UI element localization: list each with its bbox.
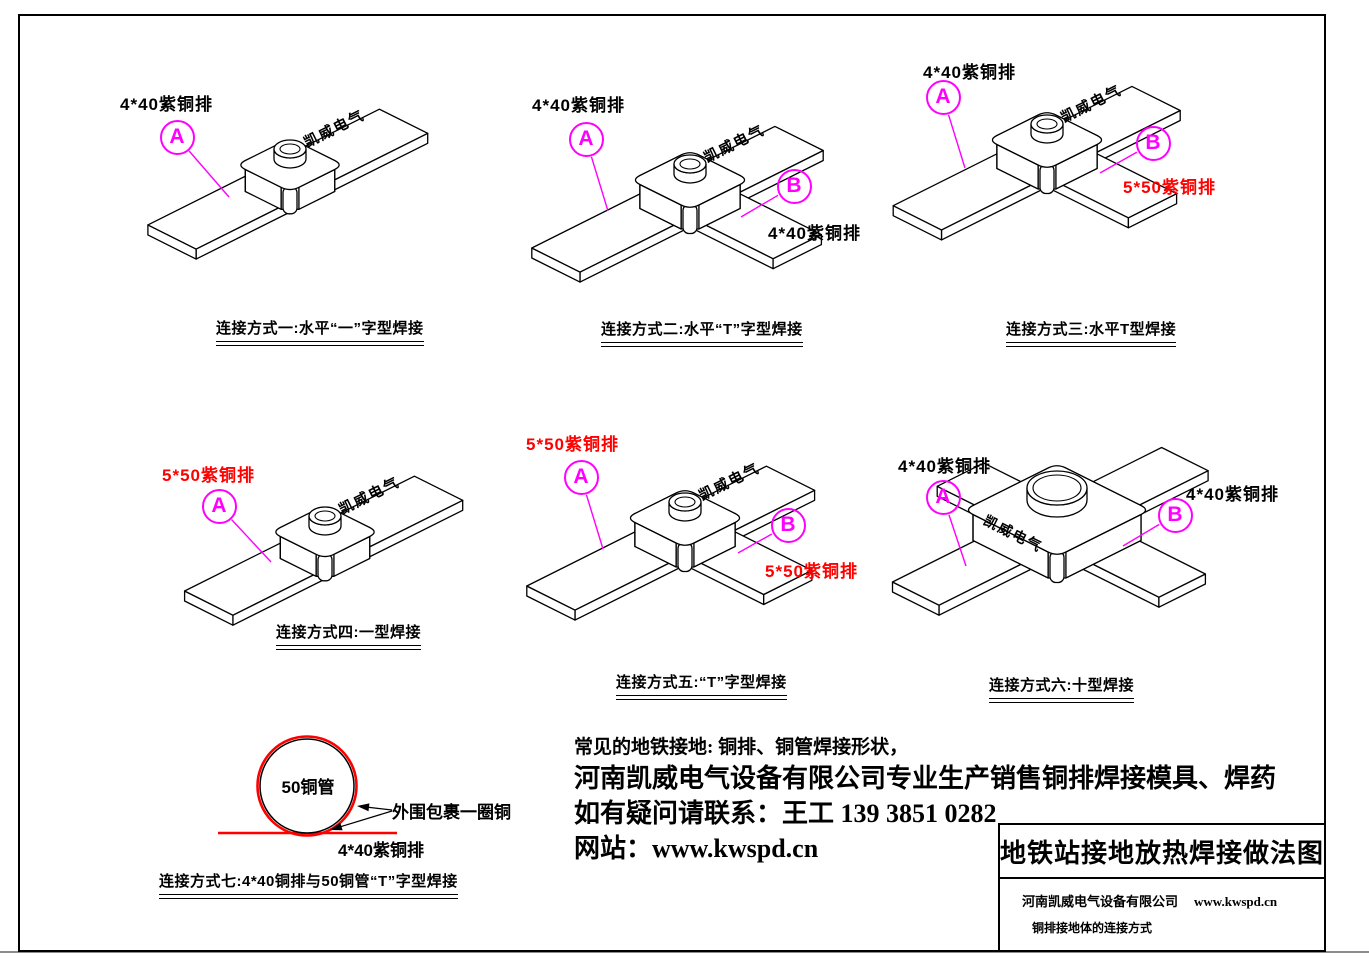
device-drawing-5: 凯威电气 (526, 459, 816, 621)
busbar-label-red: 5*50紫铜排 (526, 435, 619, 454)
busbar-label: 4*40紫铜排 (1186, 485, 1279, 504)
sheet-border (18, 14, 1326, 952)
caption-method-2: 连接方式二:水平“T”字型焊接 (601, 318, 803, 347)
busbar-label: 4*40紫铜排 (923, 63, 1016, 82)
device-drawing-6: 凯威电气 (891, 446, 1209, 616)
drawing-subtitle: 铜排接地体的连接方式 (1032, 921, 1153, 935)
busbar-label: 4*40紫铜排 (768, 224, 861, 243)
caption-method-4: 连接方式四:一型焊接 (276, 621, 421, 650)
marker-leader-lines (188, 114, 1160, 567)
company-line: 河南凯威电气设备有限公司 www.kwspd.cn (1022, 891, 1324, 910)
note-line-4: 网站：www.kwspd.cn (574, 834, 819, 863)
caption-method-5: 连接方式五:“T”字型焊接 (616, 671, 787, 700)
busbar-label-red: 5*50紫铜排 (1123, 178, 1216, 197)
marker-b: B (770, 507, 806, 543)
device-drawing-3: 凯威电气 (892, 81, 1181, 241)
busbar-label: 4*40紫铜排 (338, 841, 424, 860)
marker-a: A (201, 488, 237, 524)
marker-b: B (1157, 497, 1193, 533)
title-block: 地铁站接地放热焊接做法图 河南凯威电气设备有限公司 www.kwspd.cn 铜排… (998, 823, 1326, 952)
marker-a: A (563, 459, 599, 495)
busbar-label-red: 5*50紫铜排 (765, 562, 858, 581)
note-line-2: 河南凯威电气设备有限公司专业生产销售铜排焊接模具、焊药 (574, 764, 1277, 793)
pipe-weld-drawing (218, 735, 397, 837)
sheet-edge-shadow (0, 951, 1369, 953)
note-line-1: 常见的地铁接地: 铜排、铜管焊接形状， (574, 737, 909, 758)
caption-method-7: 连接方式七:4*40铜排与50铜管“T”字型焊接 (159, 870, 458, 899)
drawing-title: 地铁站接地放热焊接做法图 (1000, 825, 1324, 879)
device-drawing-4: 凯威电气 (183, 473, 464, 626)
marker-a: A (925, 79, 961, 115)
caption-method-1: 连接方式一:水平“一”字型焊接 (216, 317, 424, 346)
website-text: www.kwspd.cn (1194, 894, 1278, 909)
marker-a: A (568, 121, 604, 157)
marker-a: A (159, 119, 195, 155)
pipe-label: 50铜管 (281, 778, 335, 797)
marker-a: A (925, 479, 961, 515)
busbar-label: 4*40紫铜排 (532, 96, 625, 115)
wrap-label: 外围包裹一圈铜 (392, 803, 511, 822)
caption-method-6: 连接方式六:十型焊接 (989, 674, 1134, 703)
busbar-label: 4*40紫铜排 (120, 95, 213, 114)
caption-method-3: 连接方式三:水平T型焊接 (1006, 318, 1177, 347)
busbar-label-red: 5*50紫铜排 (162, 466, 255, 485)
marker-b: B (1135, 125, 1171, 161)
company-name: 河南凯威电气设备有限公司 (1022, 894, 1179, 909)
device-drawing-2: 凯威电气 (531, 121, 824, 283)
busbar-label: 4*40紫铜排 (898, 457, 991, 476)
marker-b: B (776, 168, 812, 204)
note-line-3: 如有疑问请联系：王工 139 3851 0282 (574, 799, 997, 828)
